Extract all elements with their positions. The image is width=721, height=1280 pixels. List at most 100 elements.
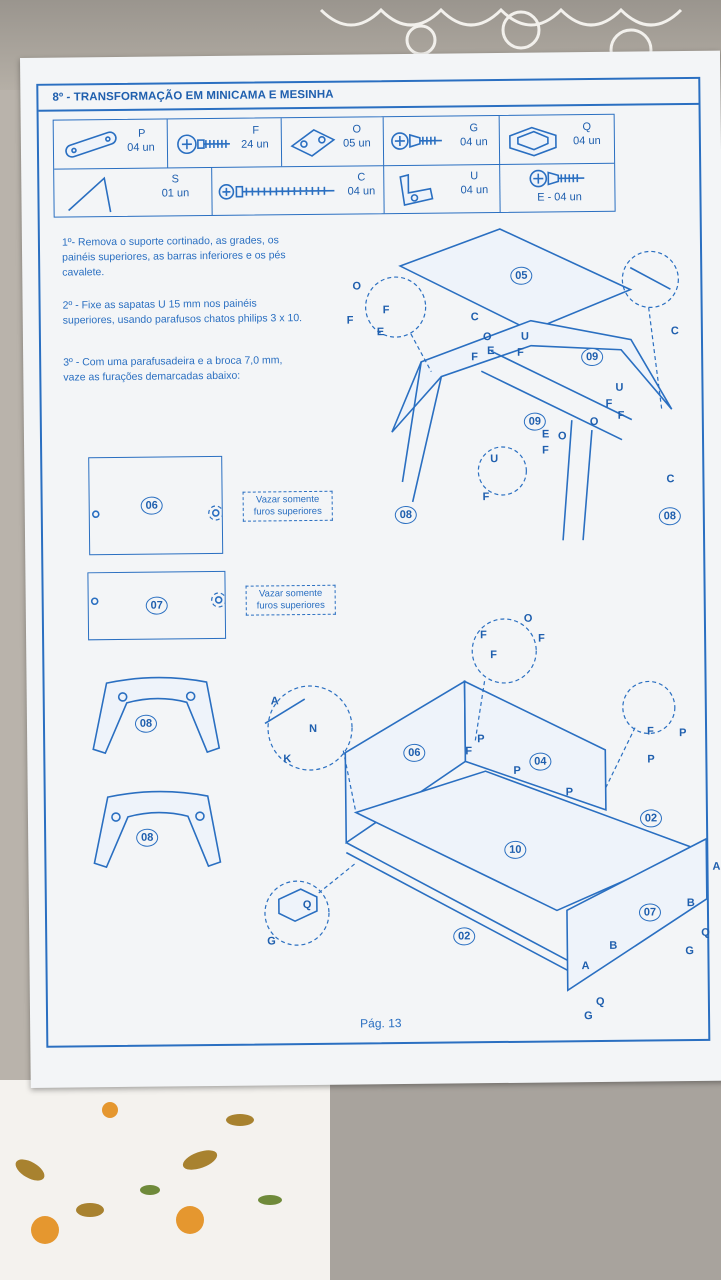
screw-icon xyxy=(529,169,585,188)
hardware-label: A xyxy=(581,960,590,973)
panel-07 xyxy=(87,570,227,641)
part-cell-u: U 04 un xyxy=(384,163,501,214)
part-letter: G xyxy=(469,122,479,135)
part-qty: 04 un xyxy=(347,185,376,198)
bed-assembly-diagram xyxy=(264,618,708,992)
part-cell-c: C 04 un xyxy=(212,165,385,215)
u-clip-icon xyxy=(509,126,557,157)
part-cell-e: E - 04 un xyxy=(500,163,614,212)
instruction-sheet: 8º - TRANSFORMAÇÃO EM MINICAMA E MESINHA… xyxy=(20,50,721,1088)
parts-table: P 04 un F 24 un O 05 un G 04 un xyxy=(52,113,616,218)
step-3: 3º - Com uma parafusadeira e a broca 7,0… xyxy=(63,354,283,384)
drill-callout: Vazar somente furos superiores xyxy=(245,584,336,616)
hardware-label: E xyxy=(376,326,385,339)
hardware-label: K xyxy=(283,753,292,766)
part-qty: 05 un xyxy=(343,137,371,150)
step-2: 2º - Fixe as sapatas U 15 mm nos painéis… xyxy=(62,297,303,327)
hardware-label: F xyxy=(517,346,524,359)
plate-icon xyxy=(290,128,336,157)
hardware-label: F xyxy=(490,649,498,662)
hardware-label: F xyxy=(480,629,487,642)
hardware-label: F xyxy=(542,444,549,457)
parts-row: P 04 un F 24 un O 05 un G 04 un xyxy=(53,114,615,170)
part-cell-s: S 01 un xyxy=(54,166,213,217)
part-letter: S xyxy=(171,173,180,186)
hardware-label: U xyxy=(615,381,624,394)
hardware-label: F xyxy=(538,632,545,645)
part-letter: F xyxy=(252,124,260,137)
hardware-label: P xyxy=(647,753,655,766)
part-cell-f: F 24 un xyxy=(167,118,283,168)
hardware-label: F xyxy=(482,491,490,504)
hardware-label: O xyxy=(589,415,599,429)
part-qty: 04 un xyxy=(460,136,488,149)
hardware-label: U xyxy=(490,453,499,466)
part-number: 06 xyxy=(140,496,163,515)
hardware-label: B xyxy=(609,939,618,952)
drill-holes xyxy=(91,505,223,521)
panel-06 xyxy=(88,455,224,556)
page-frame: 8º - TRANSFORMAÇÃO EM MINICAMA E MESINHA… xyxy=(36,76,721,1048)
part-qty: 24 un xyxy=(241,138,269,151)
screw-icon xyxy=(391,132,442,150)
hardware-label: P xyxy=(679,727,687,740)
hardware-label: Q xyxy=(701,926,710,939)
hardware-label: F xyxy=(617,409,625,422)
hardware-label: P xyxy=(513,764,521,777)
part-qty: 01 un xyxy=(161,187,190,200)
part-number: 07 xyxy=(145,596,168,615)
hardware-label: A xyxy=(712,860,721,873)
hardware-label: G xyxy=(584,1010,593,1023)
hardware-label: G xyxy=(267,935,276,948)
part-letter: Q xyxy=(582,121,592,134)
page-number: Pág. 13 xyxy=(360,1016,402,1031)
hardware-label: B xyxy=(686,896,695,910)
drill-holes xyxy=(90,592,226,608)
allen-key-icon xyxy=(68,176,112,213)
hardware-label: E xyxy=(487,345,495,358)
part-cell-g: G 04 un xyxy=(383,115,501,166)
hardware-label: Q xyxy=(595,995,605,1009)
title-divider xyxy=(38,102,699,112)
part-number: 09 xyxy=(581,347,604,367)
parts-row: S 01 un C 04 un U 04 un E - 04 un xyxy=(54,163,614,217)
hardware-label: F xyxy=(605,397,613,410)
part-number: 02 xyxy=(453,927,476,946)
floral-cloth xyxy=(0,1080,330,1280)
hardware-label: F xyxy=(465,745,473,758)
flat-bracket-icon xyxy=(65,131,117,158)
drill-callout: Vazar somente furos superiores xyxy=(242,490,333,522)
part-qty: 04 un xyxy=(573,134,601,148)
part-cell-p: P 04 un xyxy=(53,119,169,169)
part-qty: 04 un xyxy=(127,141,155,154)
hardware-label: O xyxy=(557,430,567,443)
part-letter: O xyxy=(352,123,362,136)
hardware-label: U xyxy=(520,330,529,343)
hardware-label: A xyxy=(270,695,279,708)
hardware-label: E xyxy=(541,428,550,441)
hardware-label: C xyxy=(666,473,675,486)
part-number: 08 xyxy=(136,828,159,847)
part-cell-o: O 05 un xyxy=(281,117,385,167)
part-qty: 04 un xyxy=(460,184,489,197)
hardware-label: P xyxy=(565,786,574,799)
hardware-label: P xyxy=(477,733,485,746)
hardware-label: F xyxy=(647,725,654,738)
part-qty: E - 04 un xyxy=(537,191,582,204)
hardware-label: G xyxy=(685,944,695,958)
u-bracket-icon xyxy=(399,173,434,206)
hardware-label: C xyxy=(670,325,679,338)
hardware-label: C xyxy=(470,311,479,324)
hardware-label: F xyxy=(471,351,478,364)
long-bolt-icon xyxy=(218,184,335,200)
hardware-label: O xyxy=(523,612,533,625)
hardware-label: O xyxy=(482,331,492,344)
section-title: 8º - TRANSFORMAÇÃO EM MINICAMA E MESINHA xyxy=(52,88,334,104)
leg-part xyxy=(93,790,222,869)
step-1: 1º- Remova o suporte cortinado, as grade… xyxy=(61,234,286,279)
part-letter: C xyxy=(357,171,366,184)
leg-part xyxy=(92,676,221,755)
hardware-label: F xyxy=(346,314,354,327)
part-letter: U xyxy=(470,170,479,183)
hardware-label: F xyxy=(382,304,390,317)
